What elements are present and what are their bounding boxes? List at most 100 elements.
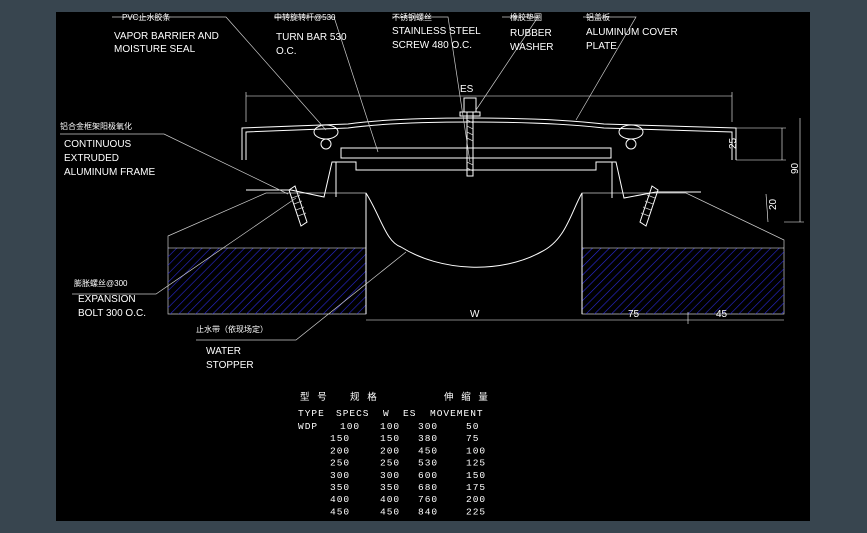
svg-text:ALUMINUM FRAME: ALUMINUM FRAME — [64, 167, 155, 178]
table-cell: 300 — [418, 421, 438, 432]
table-cell: 150 — [330, 433, 350, 444]
svg-text:MOISTURE SEAL: MOISTURE SEAL — [114, 44, 196, 55]
table-cell: 680 — [418, 482, 438, 493]
dim-25-label: 25 — [728, 137, 739, 149]
svg-text:STOPPER: STOPPER — [206, 360, 254, 371]
table-cell: 600 — [418, 470, 438, 481]
turn-bar — [340, 147, 612, 159]
expansion-bolt-left — [288, 185, 308, 227]
table-header-movement-cn: 伸 缩 量 — [444, 391, 489, 403]
table-cell: 150 — [380, 433, 400, 444]
table-cell: 75 — [466, 433, 479, 444]
cad-drawing-canvas: ES W 75 45 25 90 20 PVC止水胶条 VAPOR BARRIE… — [56, 12, 810, 521]
dimension-75-45: 75 45 — [582, 309, 784, 324]
table-cell: 450 — [330, 506, 350, 517]
table-type-name: WDP — [298, 421, 318, 432]
dim-45-label: 45 — [716, 309, 728, 320]
table-cell: 150 — [466, 470, 486, 481]
dimension-w: W — [366, 309, 582, 321]
table-cell: 200 — [466, 494, 486, 505]
table-cell: 350 — [380, 482, 400, 493]
table-cell: 400 — [330, 494, 350, 505]
table-cell: 450 — [380, 506, 400, 517]
label-expansion-bolt: 膨胀螺丝@300 EXPANSION BOLT 300 O.C. — [74, 278, 146, 319]
table-cell: 250 — [380, 458, 400, 469]
table-cell: 450 — [418, 445, 438, 456]
rubber-washer — [459, 111, 481, 117]
dimension-vertical: 25 90 20 — [728, 118, 804, 223]
dimension-es: ES — [245, 84, 733, 122]
table-cell: 250 — [330, 458, 350, 469]
table-cell: 225 — [466, 506, 486, 517]
table-header-w: W — [383, 408, 390, 419]
svg-text:TURN BAR 530: TURN BAR 530 — [276, 32, 347, 43]
expansion-bolt-right — [639, 185, 659, 227]
table-header-specs-cn: 规 格 — [350, 391, 378, 403]
table-cell: 380 — [418, 433, 438, 444]
svg-text:WASHER: WASHER — [510, 42, 554, 53]
svg-text:EXPANSION: EXPANSION — [78, 294, 136, 305]
dim-75-label: 75 — [628, 309, 640, 320]
table-row: 150 150 380 75 — [330, 433, 479, 444]
svg-text:CONTINUOUS: CONTINUOUS — [64, 139, 132, 150]
table-cell: 200 — [330, 445, 350, 456]
left-concrete-slab — [167, 192, 367, 315]
expansion-joint-section: ES W 75 45 25 90 20 PVC止水胶条 VAPOR BARRIE… — [60, 12, 804, 517]
svg-text:铝盖板: 铝盖板 — [586, 12, 610, 22]
table-cell: 760 — [418, 494, 438, 505]
svg-text:ALUMINUM COVER: ALUMINUM COVER — [586, 27, 678, 38]
label-frame: 铝合金框架阳极氧化 CONTINUOUS EXTRUDED ALUMINUM F… — [60, 121, 155, 178]
svg-text:PVC止水胶条: PVC止水胶条 — [122, 12, 170, 22]
table-cell: 840 — [418, 506, 438, 517]
water-stopper — [365, 192, 583, 268]
svg-text:PLATE: PLATE — [586, 41, 617, 52]
dim-20-label: 20 — [768, 198, 779, 210]
table-header-es: ES — [403, 408, 416, 419]
svg-text:止水带（依现场定）: 止水带（依现场定） — [196, 324, 268, 334]
svg-text:WATER: WATER — [206, 346, 241, 357]
svg-text:RUBBER: RUBBER — [510, 28, 552, 39]
label-cover-plate: 铝盖板 ALUMINUM COVER PLATE — [586, 12, 678, 52]
table-cell: 175 — [466, 482, 486, 493]
svg-text:SCREW 480 O.C.: SCREW 480 O.C. — [392, 40, 472, 51]
svg-text:O.C.: O.C. — [276, 46, 297, 57]
label-washer: 橡胶垫圈 RUBBER WASHER — [510, 12, 554, 53]
svg-text:膨胀螺丝@300: 膨胀螺丝@300 — [74, 278, 128, 288]
table-cell: 50 — [466, 421, 479, 432]
dim-w-label: W — [470, 309, 480, 320]
svg-text:中转旋转杆@530: 中转旋转杆@530 — [274, 12, 336, 22]
table-cell: 100 — [340, 421, 360, 432]
label-turn-bar: 中转旋转杆@530 TURN BAR 530 O.C. — [274, 12, 347, 57]
svg-text:STAINLESS STEEL: STAINLESS STEEL — [392, 26, 481, 37]
svg-text:铝合金框架阳极氧化: 铝合金框架阳极氧化 — [60, 121, 132, 131]
table-cell: 200 — [380, 445, 400, 456]
label-water-stopper: 止水带（依现场定） WATER STOPPER — [196, 324, 268, 371]
pvc-seal-right — [618, 124, 644, 150]
table-row: 450 450 840 225 — [330, 506, 486, 517]
pvc-seal-left — [313, 124, 339, 150]
aluminum-frame — [246, 161, 701, 199]
svg-text:不锈钢螺丝: 不锈钢螺丝 — [392, 12, 432, 22]
table-cell: 530 — [418, 458, 438, 469]
table-cell: 400 — [380, 494, 400, 505]
specification-table: 型 号 规 格 伸 缩 量 TYPE SPECS W ES MOVEMENT W… — [298, 391, 489, 517]
table-header-type: TYPE — [298, 408, 325, 419]
table-row: 100 100 300 50 — [340, 421, 479, 432]
svg-text:橡胶垫圈: 橡胶垫圈 — [510, 12, 542, 22]
aluminum-cover-plate — [241, 117, 737, 160]
svg-text:VAPOR BARRIER AND: VAPOR BARRIER AND — [114, 31, 219, 42]
table-cell: 100 — [380, 421, 400, 432]
table-header-type-cn: 型 号 — [300, 392, 328, 403]
dim-es-label: ES — [460, 84, 474, 95]
dim-90-label: 90 — [790, 162, 801, 174]
stainless-steel-screw — [463, 97, 477, 177]
svg-text:BOLT 300 O.C.: BOLT 300 O.C. — [78, 308, 146, 319]
table-header-specs: SPECS — [336, 408, 370, 419]
table-header-movement: MOVEMENT — [430, 408, 484, 419]
leader-lines — [60, 16, 637, 341]
